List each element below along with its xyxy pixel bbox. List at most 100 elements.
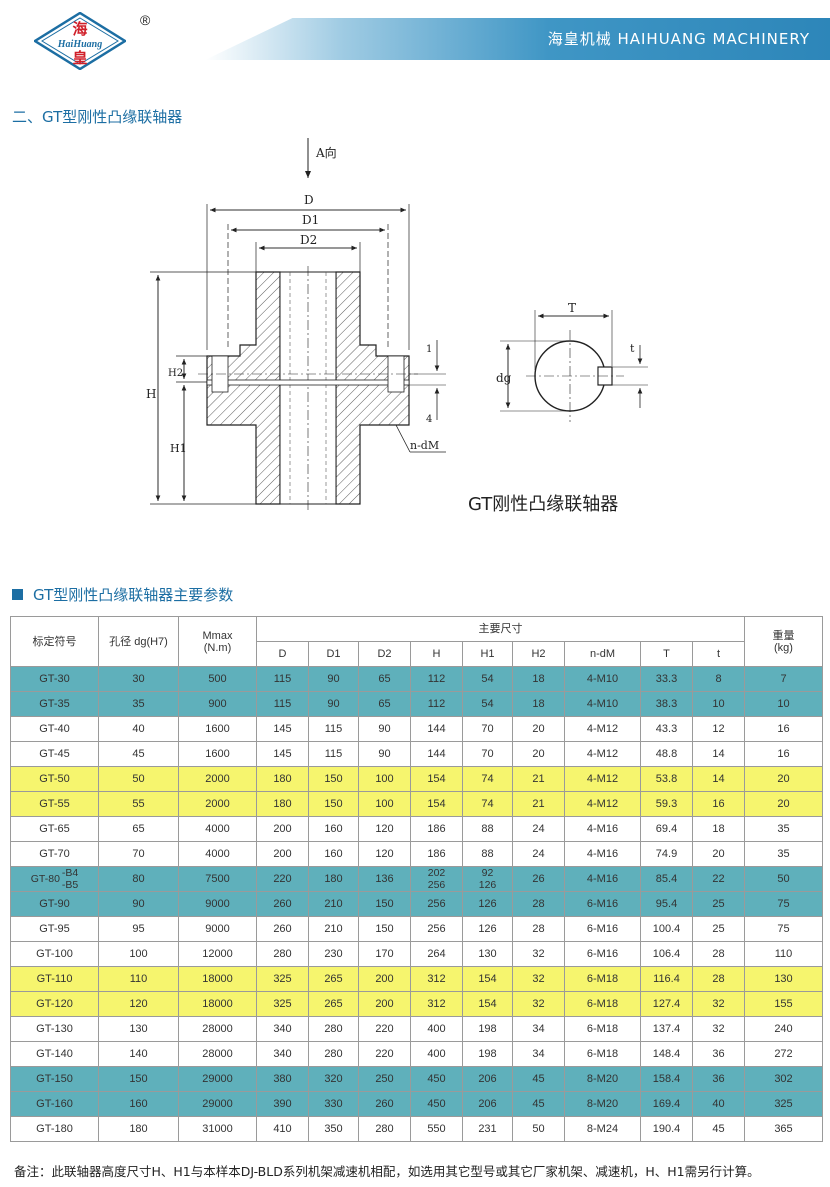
- cell-h1: 206: [462, 1091, 513, 1117]
- cell-t: 16: [692, 791, 745, 817]
- cell-model: GT-150: [10, 1066, 99, 1092]
- cell-t: 59.3: [640, 791, 693, 817]
- cell-t: 32: [692, 991, 745, 1017]
- cell-h: 186: [410, 816, 463, 842]
- cell-h1: 54: [462, 666, 513, 692]
- cell-d1: 115: [308, 716, 359, 742]
- logo-en: HaiHuang: [57, 39, 102, 50]
- cell-h: 312: [410, 991, 463, 1017]
- cell-mmax: 31000: [178, 1116, 257, 1142]
- cell-d1: 280: [308, 1041, 359, 1067]
- cell-w: 16: [744, 716, 823, 742]
- cell-w: 35: [744, 841, 823, 867]
- cell-bore: 110: [98, 966, 179, 992]
- footnote: 备注：此联轴器高度尺寸H、H1与本样本DJ-BLD系列机架减速机相配，如选用其它…: [14, 1164, 760, 1179]
- cell-bore: 100: [98, 941, 179, 967]
- cell-t: 43.3: [640, 716, 693, 742]
- cell-d1: 265: [308, 966, 359, 992]
- cell-model: GT-45: [10, 741, 99, 767]
- cell-bore: 150: [98, 1066, 179, 1092]
- cell-t: 53.8: [640, 766, 693, 792]
- cell-d2: 65: [358, 691, 411, 717]
- cell-mmax: 18000: [178, 991, 257, 1017]
- cell-h: 112: [410, 691, 463, 717]
- cell-t: 36: [692, 1066, 745, 1092]
- cell-d: 340: [256, 1016, 309, 1042]
- cell-w: 365: [744, 1116, 823, 1142]
- cell-d2: 250: [358, 1066, 411, 1092]
- cell-t: 169.4: [640, 1091, 693, 1117]
- cell-w: 16: [744, 741, 823, 767]
- cell-d2: 100: [358, 766, 411, 792]
- cell-mmax: 7500: [178, 866, 257, 892]
- cell-d1: 150: [308, 766, 359, 792]
- cell-h2: 45: [512, 1091, 565, 1117]
- cell-model: GT-160: [10, 1091, 99, 1117]
- cell-t: 116.4: [640, 966, 693, 992]
- header-bar: 海皇机械 HAIHUANG MACHINERY: [205, 18, 830, 60]
- cell-d2: 120: [358, 841, 411, 867]
- cell-d1: 230: [308, 941, 359, 967]
- cell-d: 325: [256, 966, 309, 992]
- cell-w: 20: [744, 791, 823, 817]
- label-h: H: [146, 387, 156, 401]
- cell-h: 256: [410, 891, 463, 917]
- header-bore: 孔径 dg(H7): [98, 616, 179, 667]
- label-d: D: [304, 193, 314, 207]
- cell-h1: 231: [462, 1116, 513, 1142]
- cell-h: 312: [410, 966, 463, 992]
- cell-t: 10: [692, 691, 745, 717]
- cell-h2: 26: [512, 866, 565, 892]
- cell-ndm: 8-M24: [564, 1116, 641, 1142]
- cell-d2: 260: [358, 1091, 411, 1117]
- cell-t: 14: [692, 741, 745, 767]
- cell-w: 35: [744, 816, 823, 842]
- cell-h: 400: [410, 1016, 463, 1042]
- cell-t: 18: [692, 816, 745, 842]
- header-mmax-unit: (N.m): [203, 641, 232, 654]
- cell-d: 115: [256, 666, 309, 692]
- cell-w: 240: [744, 1016, 823, 1042]
- cell-w: 10: [744, 691, 823, 717]
- cell-d: 325: [256, 991, 309, 1017]
- cell-d: 200: [256, 841, 309, 867]
- cell-w: 7: [744, 666, 823, 692]
- cell-ndm: 6-M18: [564, 1041, 641, 1067]
- cell-t: 48.8: [640, 741, 693, 767]
- cell-mmax: 28000: [178, 1016, 257, 1042]
- cell-d2: 100: [358, 791, 411, 817]
- header-weight-unit: (kg): [774, 641, 793, 654]
- cell-bore: 55: [98, 791, 179, 817]
- cell-d: 180: [256, 766, 309, 792]
- cell-t: 40: [692, 1091, 745, 1117]
- label-ndm: n-dM: [410, 439, 439, 452]
- cell-w: 130: [744, 966, 823, 992]
- cell-t: 69.4: [640, 816, 693, 842]
- header-d2: D2: [358, 641, 411, 667]
- cell-model: GT-100: [10, 941, 99, 967]
- cell-model-sub1: -B4: [61, 867, 79, 879]
- technical-drawing: A向 D D1 D2 H H2 H1 1 4 n-d: [146, 138, 648, 510]
- cell-mmax: 9000: [178, 916, 257, 942]
- cell-value-2: 126: [478, 879, 497, 891]
- cell-mmax: 18000: [178, 966, 257, 992]
- cell-model: GT-90: [10, 891, 99, 917]
- cell-model: GT-110: [10, 966, 99, 992]
- cell-t: 20: [692, 841, 745, 867]
- logo-char-2: 皇: [72, 49, 87, 67]
- section-title: 二、GT型刚性凸缘联轴器: [12, 108, 183, 126]
- cell-t: 28: [692, 941, 745, 967]
- header-ndm: n-dM: [564, 641, 641, 667]
- cell-h2: 21: [512, 791, 565, 817]
- cell-d2: 280: [358, 1116, 411, 1142]
- cell-model: GT-130: [10, 1016, 99, 1042]
- cell-model: GT-50: [10, 766, 99, 792]
- cell-model: GT-80-B4-B5: [10, 866, 99, 892]
- cell-bore: 95: [98, 916, 179, 942]
- cell-bore: 180: [98, 1116, 179, 1142]
- cell-ndm: 4-M16: [564, 841, 641, 867]
- cell-d1: 90: [308, 691, 359, 717]
